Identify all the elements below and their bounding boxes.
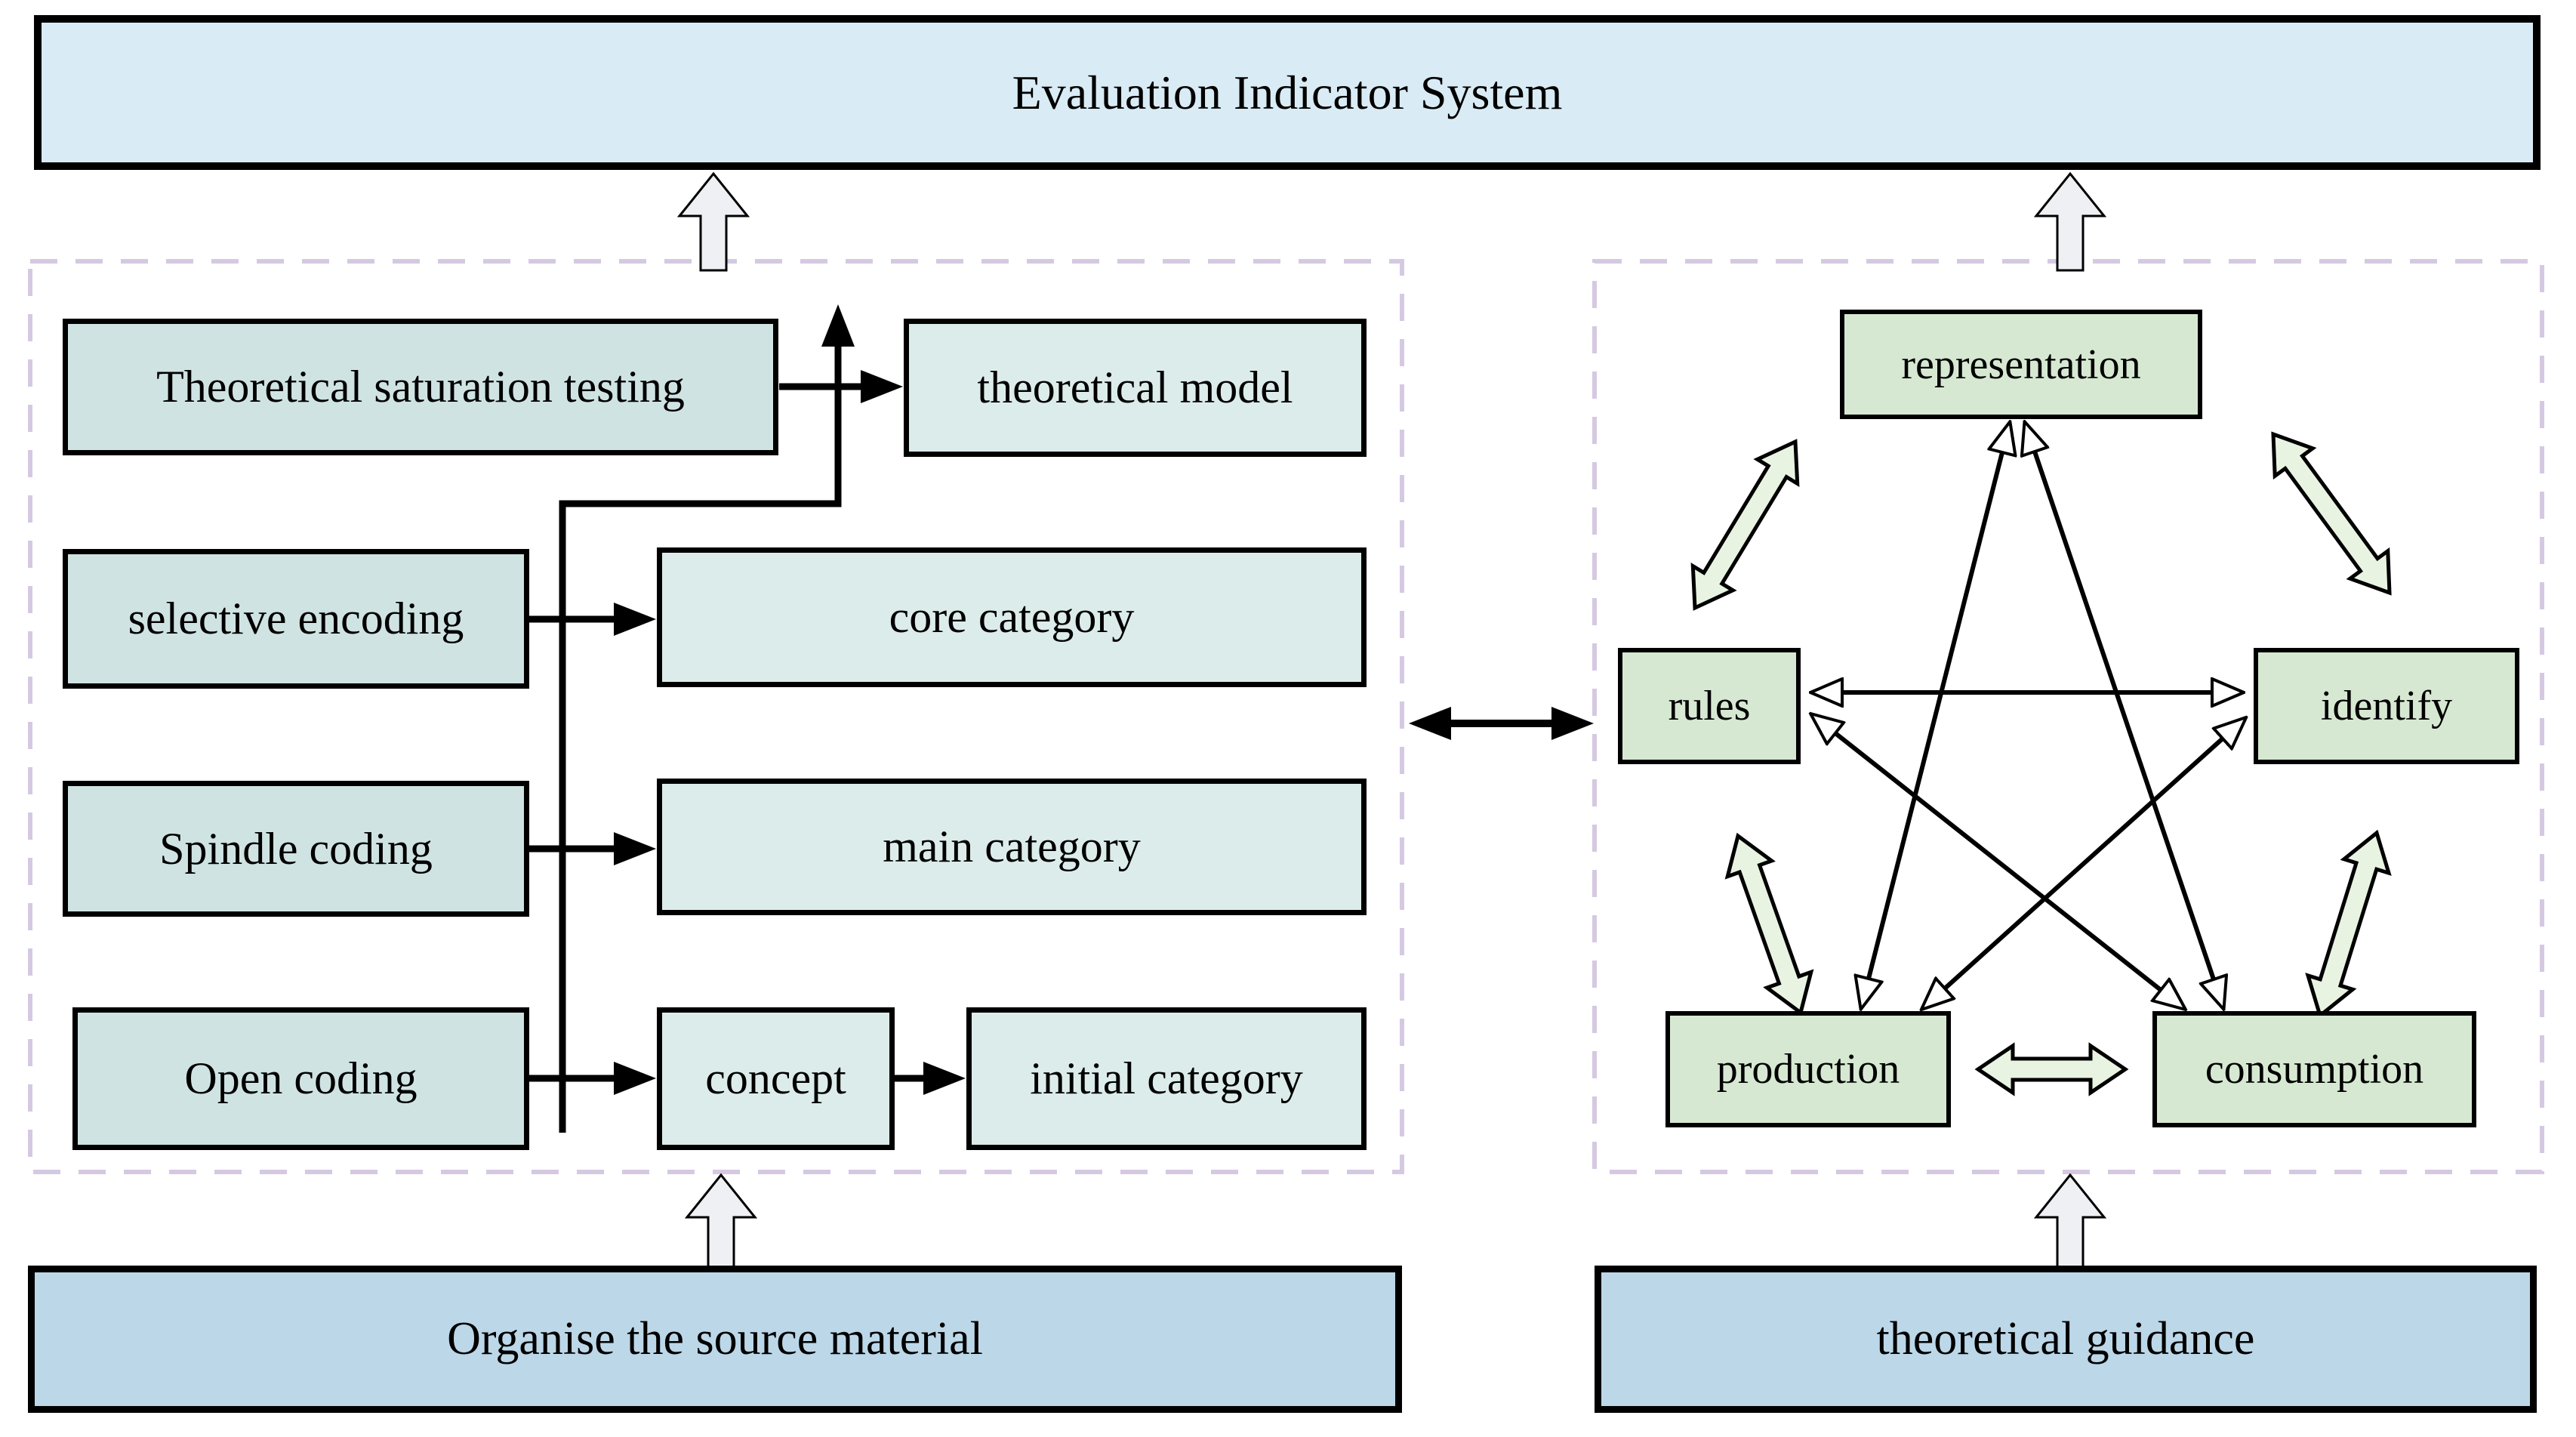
node-label: theoretical model [977, 362, 1293, 412]
node-label: Theoretical saturation testing [156, 362, 685, 412]
evaluation-indicator-system-banner: Evaluation Indicator System [34, 15, 2541, 170]
node-label: Spindle coding [159, 823, 433, 874]
star-edge-representation-production [1869, 452, 2002, 979]
up-block-arrow-left-bottom [684, 1173, 758, 1270]
star-edge-identify-production [1945, 739, 2223, 988]
node-selective-encoding: selective encoding [63, 549, 529, 689]
block-arrow-representation-identify [2271, 431, 2392, 596]
node-label: concept [705, 1053, 846, 1103]
block-arrow-identify-consumption [2305, 829, 2392, 1019]
node-spindle-coding: Spindle coding [63, 781, 529, 917]
theoretical-guidance-box: theoretical guidance [1595, 1266, 2537, 1413]
node-representation: representation [1840, 310, 2202, 419]
node-label: production [1716, 1046, 1900, 1093]
banner-title: Evaluation Indicator System [1012, 65, 1563, 119]
node-label: initial category [1030, 1053, 1303, 1103]
node-initial-category: initial category [966, 1007, 1367, 1150]
node-label: core category [889, 592, 1135, 642]
block-arrow-rules-representation [1690, 439, 1800, 611]
node-core-category: core category [657, 547, 1367, 687]
up-block-arrow-left-top [676, 171, 750, 272]
node-label: representation [1901, 341, 2141, 388]
node-label: consumption [2205, 1046, 2424, 1093]
block-arrow-production-consumption [1974, 1042, 2129, 1096]
up-block-arrow-right-top [2033, 171, 2107, 272]
node-label: main category [883, 822, 1141, 871]
node-label: Open coding [184, 1053, 418, 1103]
node-open-coding: Open coding [72, 1007, 529, 1150]
footer-label: Organise the source material [447, 1313, 983, 1365]
node-label: identify [2320, 683, 2453, 729]
node-concept: concept [657, 1007, 895, 1150]
organise-source-material-box: Organise the source material [28, 1266, 1402, 1413]
star-edge-rules-consumption [1835, 733, 2161, 990]
node-label: selective encoding [128, 594, 464, 643]
node-production: production [1665, 1011, 1951, 1127]
node-label: rules [1668, 683, 1751, 729]
node-consumption: consumption [2152, 1011, 2476, 1127]
up-block-arrow-right-bottom [2033, 1173, 2107, 1270]
footer-label: theoretical guidance [1876, 1313, 2255, 1365]
coding-flow-connector-arrow [559, 304, 855, 1133]
star-edge-representation-consumption [2035, 452, 2214, 979]
node-theoretical-saturation-testing: Theoretical saturation testing [63, 319, 778, 455]
node-main-category: main category [657, 779, 1367, 915]
block-arrow-production-rules [1724, 832, 1814, 1016]
node-rules: rules [1618, 648, 1801, 764]
node-theoretical-model: theoretical model [904, 319, 1367, 457]
node-identify: identify [2254, 648, 2519, 764]
